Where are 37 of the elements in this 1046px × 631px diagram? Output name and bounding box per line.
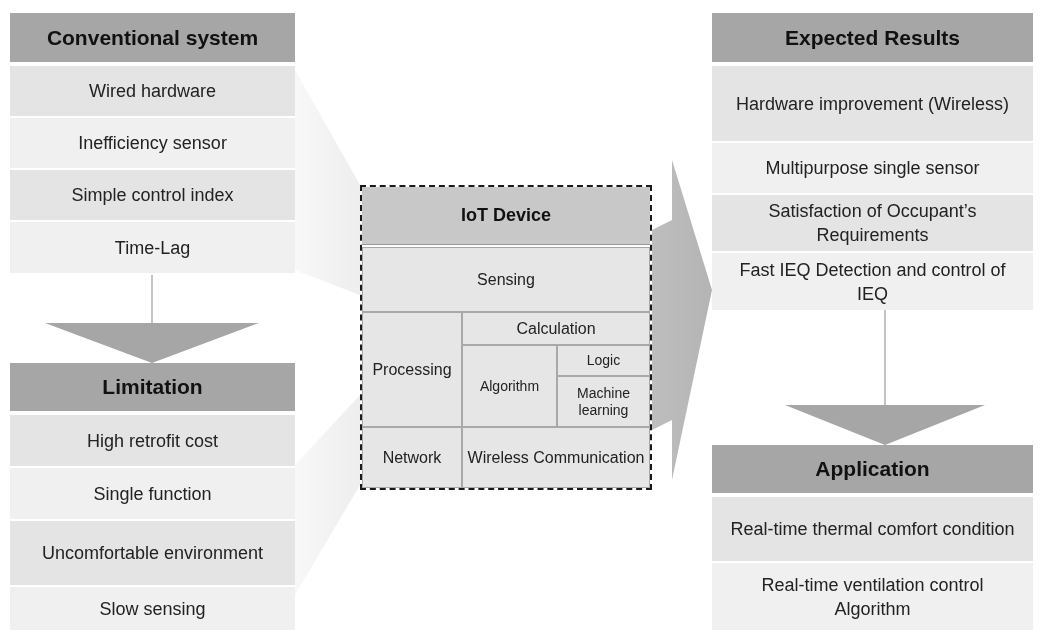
list-item: Real-time ventilation control Algorithm [712,563,1033,630]
list-item: Simple control index [10,170,295,220]
list-item: Multipurpose single sensor [712,143,1033,193]
list-panel [10,363,295,630]
list-item: Satisfaction of Occupant’s Requirements [712,195,1033,251]
list-item: Single function [10,468,295,519]
block-arrow [295,70,360,295]
panel-header: IoT Device [362,187,650,245]
list-item: Hardware improvement (Wireless) [712,66,1033,141]
list-panel [712,13,1033,310]
list-item: High retrofit cost [10,415,295,466]
table-cell: Network [362,427,462,488]
table-cell: Sensing [362,247,650,312]
table-cell: Processing [362,312,462,427]
panel-header: Limitation [10,363,295,411]
block-arrow [652,160,712,480]
list-panel [10,13,295,275]
table-cell: Machine learning [557,376,650,427]
list-item: Slow sensing [10,587,295,630]
list-item: Wired hardware [10,66,295,116]
panel-header: Application [712,445,1033,493]
list-item: Inefficiency sensor [10,118,295,168]
block-arrow [295,395,360,595]
table-cell: Wireless Communication [462,427,650,488]
list-item: Uncomfortable environment [10,521,295,585]
list-item: Real-time thermal comfort condition [712,497,1033,561]
panel-header: Expected Results [712,13,1033,62]
block-arrow [785,309,985,446]
list-panel [712,445,1033,630]
panel-header: Conventional system [10,13,295,62]
table-cell: Calculation [462,312,650,345]
list-item: Fast IEQ Detection and control of IEQ [712,253,1033,310]
block-arrow [45,274,259,364]
table-cell: Logic [557,345,650,376]
list-item: Time-Lag [10,222,295,273]
table-cell: Algorithm [462,345,557,427]
dashed-container [360,185,652,490]
